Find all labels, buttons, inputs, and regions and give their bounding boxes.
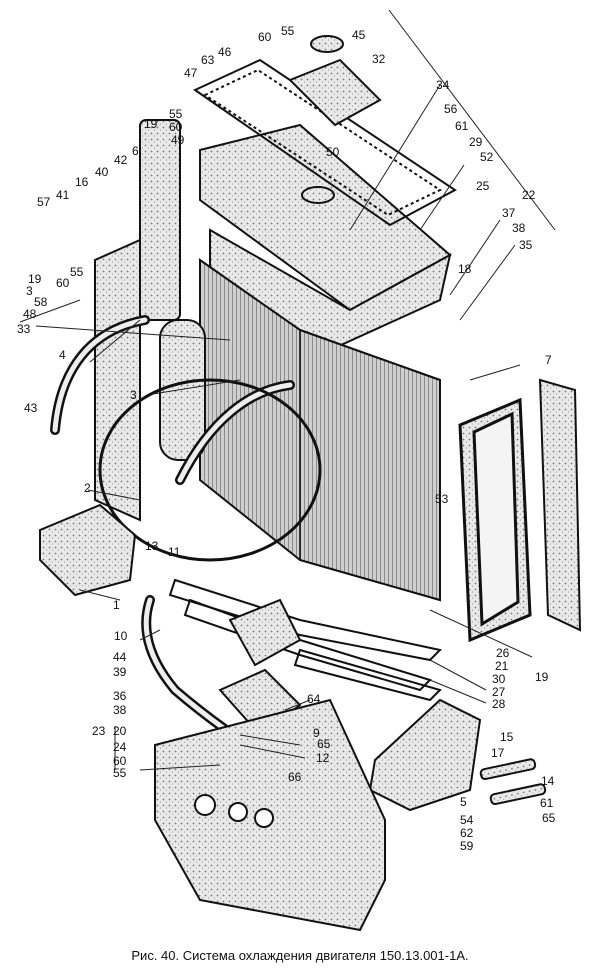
callout: 54 <box>460 813 474 827</box>
front-panel-23 <box>154 698 386 932</box>
callout: 10 <box>114 629 128 643</box>
callout: 19 <box>535 670 549 684</box>
callout: 38 <box>512 221 526 235</box>
callout: 27 <box>492 685 506 699</box>
callout: 19 <box>28 272 42 286</box>
callout: 41 <box>56 188 70 202</box>
callout: 15 <box>500 730 514 744</box>
cooling-system-diagram: 45 55 60 32 46 63 47 34 56 61 55 19 60 4… <box>17 9 582 932</box>
callout: 34 <box>436 78 450 92</box>
callout: 1 <box>113 598 120 612</box>
callout: 36 <box>113 689 127 703</box>
callout: 55 <box>70 265 84 279</box>
filler-cap <box>301 35 344 204</box>
callout: 59 <box>460 839 474 853</box>
support-1 <box>39 503 137 597</box>
callout: 23 <box>92 724 106 738</box>
callout: 46 <box>218 45 232 59</box>
callout: 12 <box>316 751 330 765</box>
callout: 17 <box>491 746 505 760</box>
callout: 29 <box>469 135 483 149</box>
callout: 58 <box>34 295 48 309</box>
side-panel-7 <box>538 378 582 632</box>
callout: 5 <box>460 795 467 809</box>
callout: 25 <box>476 179 490 193</box>
callout: 65 <box>317 737 331 751</box>
callout: 30 <box>492 672 506 686</box>
callout: 37 <box>502 206 516 220</box>
callout: 14 <box>541 774 555 788</box>
top-gasket <box>192 58 457 227</box>
callout: 60 <box>169 120 183 134</box>
callout: 65 <box>542 811 556 825</box>
callout: 9 <box>313 726 320 740</box>
callout: 43 <box>24 401 38 415</box>
callout: 55 <box>113 766 127 780</box>
callout: 19 <box>144 117 158 131</box>
callout: 52 <box>480 150 494 164</box>
callout: 4 <box>59 348 66 362</box>
callout: 63 <box>201 53 215 67</box>
callout: 28 <box>492 697 506 711</box>
callout: 6 <box>132 144 139 158</box>
callout: 3 <box>130 388 137 402</box>
callout: 2 <box>84 481 91 495</box>
callout: 32 <box>372 52 386 66</box>
callout: 57 <box>37 195 51 209</box>
callout: 66 <box>288 770 302 784</box>
callout: 33 <box>17 322 31 336</box>
callout: 7 <box>545 353 552 367</box>
pump-housing <box>218 598 302 737</box>
callout: 61 <box>540 796 554 810</box>
callout: 60 <box>258 30 272 44</box>
callout: 60 <box>113 754 127 768</box>
callout: 26 <box>496 646 510 660</box>
left-side-tank <box>139 119 206 461</box>
callout: 38 <box>113 703 127 717</box>
radiator-core <box>199 258 441 602</box>
straps-14 <box>479 758 547 806</box>
callout: 18 <box>458 262 472 276</box>
callout: 62 <box>460 826 474 840</box>
bottom-gaskets <box>168 578 443 702</box>
callout: 40 <box>95 165 109 179</box>
callout: 48 <box>23 307 37 321</box>
callout: 45 <box>352 28 366 42</box>
callout: 61 <box>455 119 469 133</box>
callout: 49 <box>171 133 185 147</box>
side-frame-26 <box>458 397 532 643</box>
callout: 64 <box>307 692 321 706</box>
callout: 11 <box>168 545 181 559</box>
figure-caption: Рис. 40. Система охлаждения двигателя 15… <box>131 948 469 963</box>
callout: 35 <box>519 238 533 252</box>
callout: 3 <box>26 284 33 298</box>
callout: 21 <box>495 659 509 673</box>
callout-labels: 45 55 60 32 46 63 47 34 56 61 55 19 60 4… <box>17 24 556 853</box>
callout: 16 <box>75 175 89 189</box>
callout: 50 <box>326 145 340 159</box>
callout: 39 <box>113 665 127 679</box>
callout: 55 <box>281 24 295 38</box>
callout: 42 <box>114 153 128 167</box>
callout: 44 <box>113 650 127 664</box>
callout: 60 <box>56 276 70 290</box>
housing-5 <box>368 698 482 812</box>
callout: 47 <box>184 66 198 80</box>
fan-shroud-ring <box>98 378 322 562</box>
callout: 24 <box>113 740 127 754</box>
bracket-32 <box>288 58 382 127</box>
leader-lines <box>19 9 556 771</box>
callout: 55 <box>169 107 183 121</box>
callout: 53 <box>435 492 449 506</box>
callout: 22 <box>522 188 536 202</box>
callout: 13 <box>145 539 159 553</box>
callout: 56 <box>444 102 458 116</box>
left-shroud <box>94 238 141 522</box>
callout: 20 <box>113 724 127 738</box>
